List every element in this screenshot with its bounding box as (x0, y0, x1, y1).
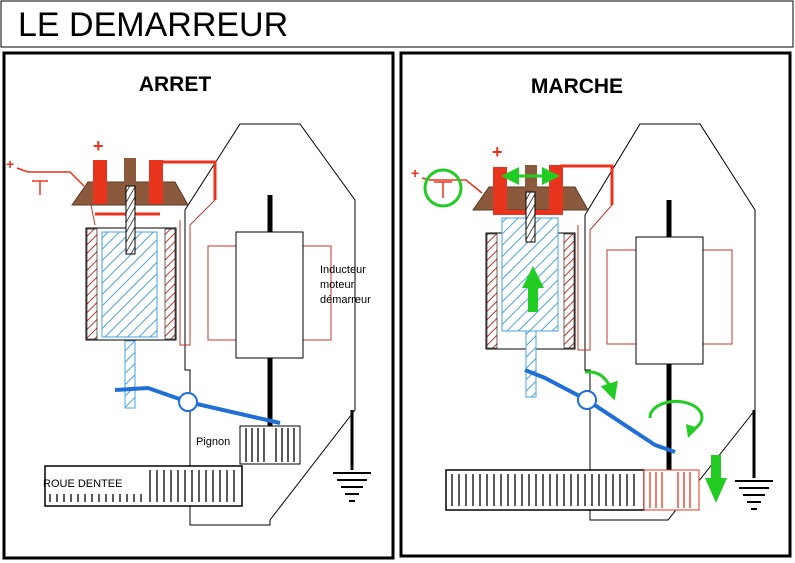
terminal-right-marche (549, 165, 563, 212)
plus-top: + (93, 136, 104, 156)
pinion-marche (643, 469, 700, 511)
label-inducteur-2: moteur (320, 279, 355, 291)
label-roue-dentee: ROUE DENTEE (43, 478, 122, 490)
panel-arret: ARRET Inducteur moteur démarreur + + (2, 51, 395, 560)
panel-marche-heading: MARCHE (531, 75, 623, 98)
plunger-rod (125, 185, 136, 255)
terminal-right (149, 160, 163, 204)
fork-rotation-arrow-icon (584, 370, 618, 401)
ring-gear-marche (445, 469, 645, 511)
plunger-rod-marche (525, 191, 536, 243)
panel-arret-heading: ARRET (139, 73, 212, 96)
terminal-left (93, 160, 107, 204)
ground-icon-marche (735, 480, 773, 510)
plunger-stem (124, 340, 136, 409)
plus-left-marche: + (411, 165, 419, 181)
solenoid-coil-left-marche (486, 233, 498, 349)
plus-top-marche: + (492, 142, 503, 162)
ground-icon (333, 472, 371, 502)
plus-left: + (6, 156, 14, 172)
fork-pivot-marche (577, 390, 597, 410)
pinion (239, 425, 301, 465)
switch-highlight-icon (423, 168, 463, 208)
pinion-down-arrow-icon (705, 455, 727, 503)
plunger-stem-marche (525, 330, 537, 398)
ring-gear-teeth (49, 470, 235, 502)
motor-armature-marche (635, 236, 704, 365)
label-inducteur-1: Inducteur (320, 264, 366, 276)
fork-pivot (178, 392, 198, 412)
plunger-up-arrow-icon (522, 266, 544, 312)
solenoid-coil-right-marche (563, 233, 575, 349)
title-frame (0, 0, 794, 48)
power-wire (160, 160, 217, 200)
motor-armature (235, 231, 304, 359)
pinion-rotation-arrowhead-icon (686, 424, 698, 438)
label-pignon: Pignon (196, 436, 230, 448)
panel-marche: MARCHE + + (399, 51, 792, 558)
ring-gear-teeth-marche (451, 474, 635, 506)
pinion-teeth-marche (649, 472, 691, 508)
terminal-center (124, 158, 136, 186)
shift-fork (114, 385, 281, 425)
pinion-teeth (245, 428, 295, 462)
page-title: LE DEMARREUR (18, 6, 288, 44)
coil-wire-marche (577, 204, 613, 351)
terminal-left-marche (493, 167, 507, 212)
label-inducteur-3: démarreur (320, 294, 371, 306)
pinion-rotation-arrow-icon (648, 399, 704, 432)
terminal-center-marche (525, 165, 537, 193)
starter-housing-marche (584, 123, 756, 521)
coil-wire (179, 199, 216, 346)
starter-housing (184, 123, 356, 526)
solenoid-coil-left (86, 228, 98, 340)
solenoid-coil-right (164, 228, 176, 340)
switch-wire (16, 167, 85, 187)
power-wire-marche (560, 164, 614, 205)
